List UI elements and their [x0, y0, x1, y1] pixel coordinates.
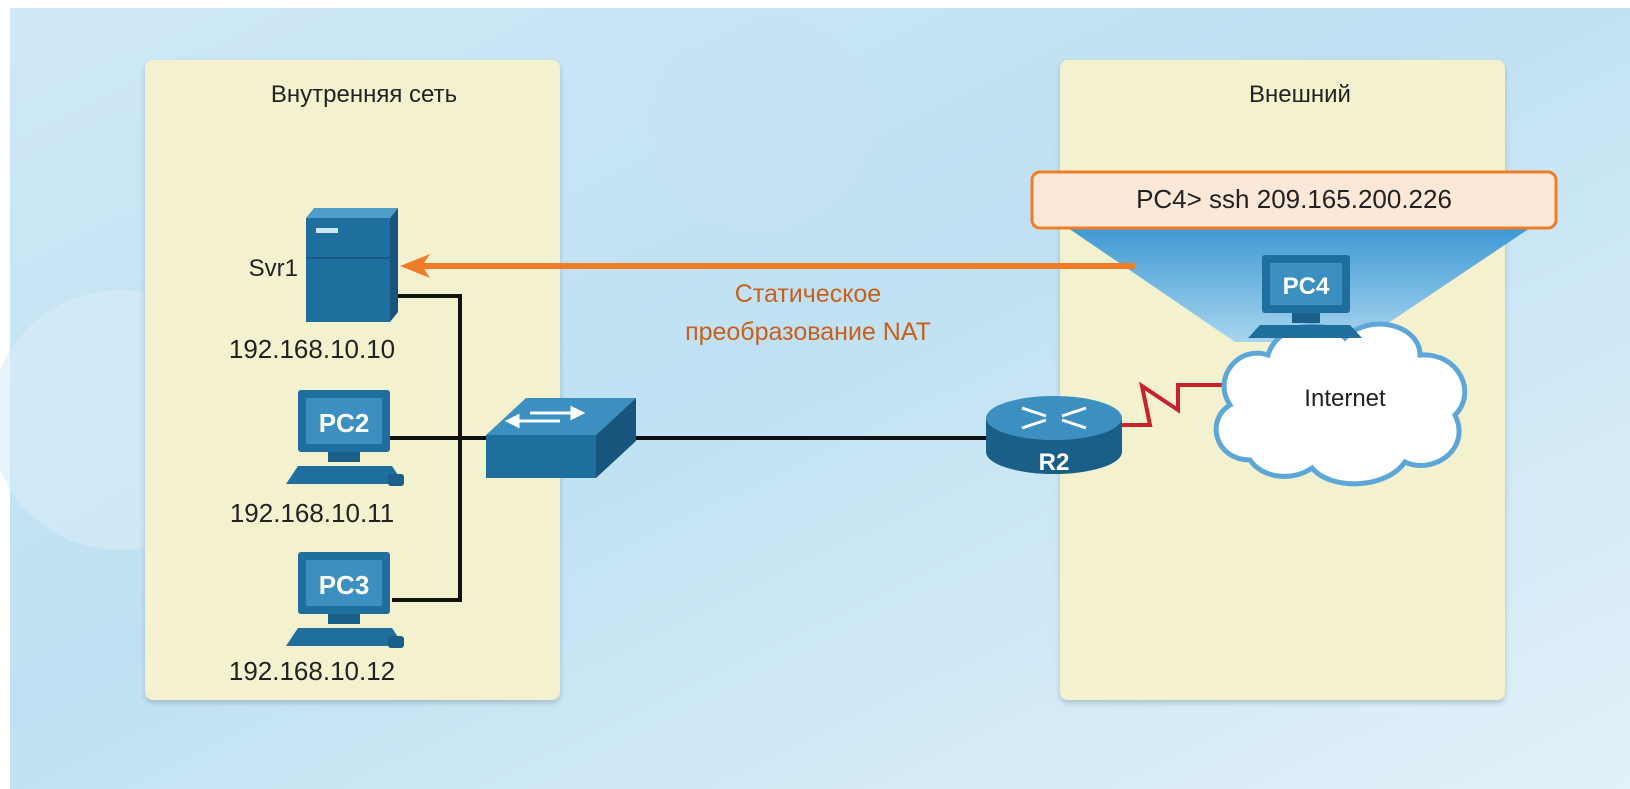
pc3-workstation[interactable]: PC3: [286, 552, 404, 648]
pc3-label: PC3: [319, 570, 370, 600]
pc3-ip: 192.168.10.12: [229, 656, 395, 686]
pc4-label: PC4: [1283, 273, 1330, 300]
serial-link: [1110, 381, 1222, 427]
command-callout: PC4> ssh 209.165.200.226: [1030, 170, 1558, 230]
background-decoration: [650, 10, 870, 230]
lan-cabling: [388, 294, 1000, 602]
command-text: PC4> ssh 209.165.200.226: [1136, 184, 1452, 214]
server-name: Svr1: [249, 255, 298, 282]
server-svr1[interactable]: [306, 208, 398, 322]
lan-switch[interactable]: [486, 398, 636, 478]
nat-label-line2: преобразование NAT: [685, 318, 931, 346]
router-r2[interactable]: R2: [986, 396, 1122, 476]
inside-zone-title: Внутренняя сеть: [271, 81, 457, 108]
pc4-workstation[interactable]: PC4: [1248, 255, 1362, 338]
outside-zone-title: Внешний: [1249, 81, 1351, 108]
nat-label-line1: Статическое: [735, 280, 881, 308]
inside-network-zone: Внутренняя сеть: [145, 60, 560, 700]
pc2-label: PC2: [319, 408, 370, 438]
router-label: R2: [1039, 449, 1070, 476]
pc2-workstation[interactable]: PC2: [286, 390, 404, 486]
static-nat-arrow: [400, 254, 1135, 278]
internet-cloud: Internet: [1213, 321, 1468, 487]
pc2-ip: 192.168.10.11: [230, 498, 394, 528]
server-ip: 192.168.10.10: [229, 334, 395, 364]
internet-label: Internet: [1304, 385, 1386, 412]
